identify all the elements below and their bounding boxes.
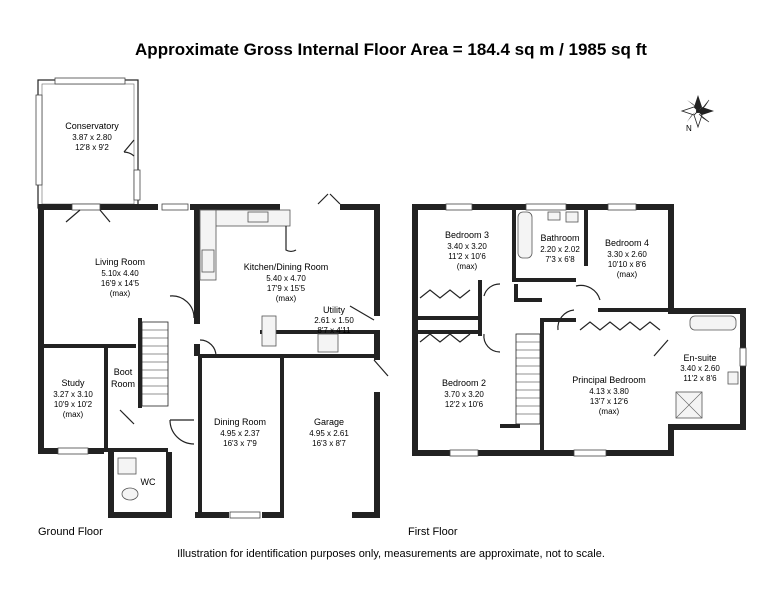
room-name: Bathroom xyxy=(540,233,579,243)
compass-icon xyxy=(680,95,714,129)
room-dimension: 16'9 x 14'5 xyxy=(101,279,140,288)
room-dimension: (max) xyxy=(276,294,297,303)
room-dimension: 4.13 x 3.80 xyxy=(589,387,629,396)
room-dimension: 3.70 x 3.20 xyxy=(444,390,484,399)
room-study: Study 3.27 x 3.10 10'9 x 10'2 (max) xyxy=(53,378,93,419)
first-floor-plan xyxy=(412,203,747,457)
room-name: Dining Room xyxy=(214,417,266,427)
room-dimension: 12'8 x 9'2 xyxy=(75,143,109,152)
room-name: Conservatory xyxy=(65,121,119,131)
room-dimension: 11'2 x 10'6 xyxy=(448,252,486,261)
ground-floor-plan xyxy=(35,77,389,519)
room-name: Bedroom 4 xyxy=(605,238,649,248)
room-conservatory: Conservatory 3.87 x 2.80 12'8 x 9'2 xyxy=(65,121,119,152)
disclaimer-text: Illustration for identification purposes… xyxy=(177,548,605,560)
room-utility: Utility 2.61 x 1.50 8'7 x 4'11 xyxy=(314,305,354,335)
room-name: Kitchen/Dining Room xyxy=(244,262,329,272)
room-name: WC xyxy=(141,477,156,487)
room-bedroom-2: Bedroom 2 3.70 x 3.20 12'2 x 10'6 xyxy=(442,378,486,409)
room-dimension: 10'10 x 8'6 xyxy=(608,260,647,269)
ground-floor-stairs xyxy=(141,321,169,407)
room-dimension: 12'2 x 10'6 xyxy=(445,400,484,409)
room-name: Bedroom 2 xyxy=(442,378,486,388)
first-floor-stairs xyxy=(515,333,541,425)
room-dimension: (max) xyxy=(457,262,478,271)
room-dimension: 2.61 x 1.50 xyxy=(314,316,354,325)
room-dimension: 4.95 x 2.61 xyxy=(309,429,349,438)
room-dimension: 5.10x 4.40 xyxy=(101,269,139,278)
room-dimension: 3.87 x 2.80 xyxy=(72,133,112,142)
room-dimension: 4.95 x 2.37 xyxy=(220,429,260,438)
room-dimension: (max) xyxy=(110,289,131,298)
room-name: Principal Bedroom xyxy=(572,375,646,385)
room-name: Utility xyxy=(323,305,345,315)
room-dimension: 3.40 x 2.60 xyxy=(680,364,720,373)
room-principal-bedroom: Principal Bedroom 4.13 x 3.80 13'7 x 12'… xyxy=(572,375,646,416)
room-dimension: 2.20 x 2.02 xyxy=(540,245,580,254)
room-dimension: (max) xyxy=(599,407,620,416)
room-dimension: 11'2 x 8'6 xyxy=(683,374,717,383)
room-name: Study xyxy=(61,378,85,388)
room-dimension: (max) xyxy=(63,410,84,419)
first-floor-label: First Floor xyxy=(408,526,458,538)
room-name: Bedroom 3 xyxy=(445,230,489,240)
room-garage: Garage 4.95 x 2.61 16'3 x 8'7 xyxy=(309,417,349,448)
room-dimension: 16'3 x 8'7 xyxy=(312,439,346,448)
room-dimension: 3.40 x 3.20 xyxy=(447,242,487,251)
room-name: Living Room xyxy=(95,257,145,267)
ground-floor-label: Ground Floor xyxy=(38,526,103,538)
room-dimension: 13'7 x 12'6 xyxy=(590,397,629,406)
compass-label: N xyxy=(686,124,692,133)
room-dining-room: Dining Room 4.95 x 2.37 16'3 x 7'9 xyxy=(214,417,266,448)
room-kitchen-dining: Kitchen/Dining Room 5.40 x 4.70 17'9 x 1… xyxy=(244,262,329,303)
room-dimension: 10'9 x 10'2 xyxy=(54,400,93,409)
room-dimension: 7'3 x 6'8 xyxy=(545,255,575,264)
room-bathroom: Bathroom 2.20 x 2.02 7'3 x 6'8 xyxy=(540,233,580,264)
room-wc: WC xyxy=(141,477,156,487)
page-title: Approximate Gross Internal Floor Area = … xyxy=(135,40,647,59)
room-dimension: 16'3 x 7'9 xyxy=(223,439,257,448)
room-dimension: (max) xyxy=(617,270,638,279)
room-boot-room: Boot Room xyxy=(111,367,135,389)
room-name: Boot xyxy=(114,367,133,377)
room-living-room: Living Room 5.10x 4.40 16'9 x 14'5 (max) xyxy=(95,257,145,298)
room-dimension: 3.30 x 2.60 xyxy=(607,250,647,259)
room-dimension: 5.40 x 4.70 xyxy=(266,274,306,283)
room-dimension: 17'9 x 15'5 xyxy=(267,284,306,293)
room-dimension: 3.27 x 3.10 xyxy=(53,390,93,399)
room-dimension: Room xyxy=(111,379,135,389)
room-name: Garage xyxy=(314,417,344,427)
room-bedroom-4: Bedroom 4 3.30 x 2.60 10'10 x 8'6 (max) xyxy=(605,238,649,279)
room-dimension: 8'7 x 4'11 xyxy=(317,326,351,335)
room-name: En-suite xyxy=(683,353,716,363)
room-bedroom-3: Bedroom 3 3.40 x 3.20 11'2 x 10'6 (max) xyxy=(445,230,489,271)
room-en-suite: En-suite 3.40 x 2.60 11'2 x 8'6 xyxy=(680,353,720,383)
